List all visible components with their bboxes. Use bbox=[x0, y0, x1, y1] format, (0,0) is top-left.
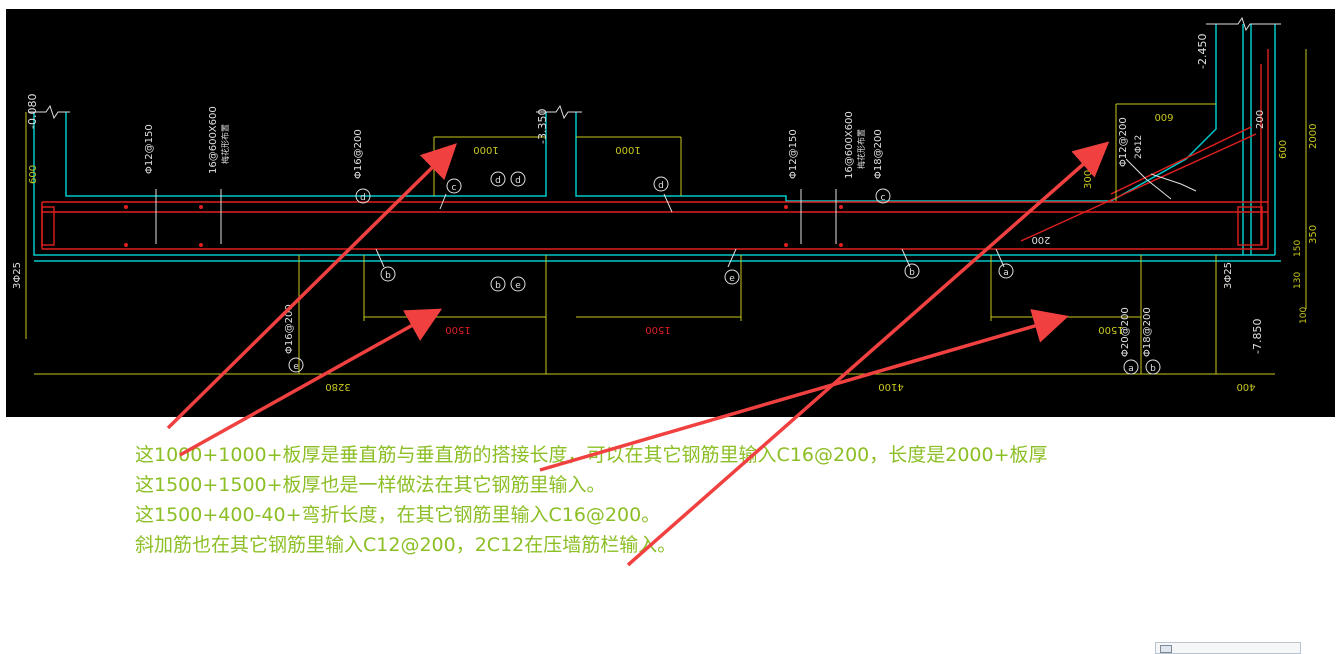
dim-100: 100 bbox=[1299, 307, 1309, 324]
mark-letter-d3: d bbox=[658, 181, 664, 191]
rebar-dot bbox=[839, 205, 843, 209]
dim-1000-left: 1000 bbox=[473, 144, 498, 155]
rebar-label-left-bars: 3Φ25 bbox=[12, 262, 23, 289]
dim-1000-mid: 1000 bbox=[615, 144, 640, 155]
rebar-diagonal-2 bbox=[1110, 126, 1252, 195]
dim-1500-left: 1500 bbox=[445, 324, 470, 335]
foundation-section-drawing: -0.080 -3.350 -2.450 -7.850 Φ12@150 16@6… bbox=[12, 16, 1319, 392]
rebar-label-l8: Φ16@200 bbox=[284, 304, 295, 354]
dim-200-right: 200 bbox=[1255, 110, 1266, 129]
mark-letter-e2: e bbox=[729, 274, 735, 284]
dim-200: 200 bbox=[1031, 234, 1050, 245]
rebar-dot bbox=[199, 243, 203, 247]
leader-l7b bbox=[1150, 173, 1197, 192]
rebar-dot bbox=[124, 243, 128, 247]
rebar-dot bbox=[784, 205, 788, 209]
rebar-label-l7b: 2Φ12 bbox=[1134, 135, 1144, 159]
rebar-label-l6: Φ18@200 bbox=[873, 129, 884, 179]
dim-350: 350 bbox=[1308, 225, 1319, 244]
leader-e1 bbox=[727, 248, 737, 268]
rebar-label-l4: Φ12@150 bbox=[788, 129, 799, 179]
dim-130: 130 bbox=[1293, 272, 1303, 289]
rebar-dot bbox=[839, 243, 843, 247]
mark-circle-d2 bbox=[510, 171, 526, 187]
rebar-left-hook bbox=[41, 206, 55, 246]
mark-letter-d1: d bbox=[495, 176, 501, 186]
mark-circle-l10 bbox=[1145, 359, 1161, 375]
mark-letter-b3: b bbox=[909, 268, 915, 278]
dim-4100: 4100 bbox=[878, 381, 903, 392]
dim-600-top: 600 bbox=[1154, 111, 1173, 122]
rebar-label-l5b: 梅花形布置 bbox=[856, 129, 866, 169]
annotation-notes: 这1000+1000+板厚是垂直筋与垂直筋的搭接长度，可以在其它钢筋里输入C16… bbox=[135, 440, 1285, 560]
rebar-label-l9: Φ20@200 bbox=[1120, 307, 1131, 357]
drawing-text: -0.080 -3.350 -2.450 -7.850 Φ12@150 16@6… bbox=[12, 34, 1319, 392]
elevation-right-top: -2.450 bbox=[1196, 34, 1209, 69]
rebar-label-l10: Φ18@200 bbox=[1142, 307, 1153, 357]
break-symbols bbox=[28, 16, 1281, 120]
rebar-dot bbox=[199, 205, 203, 209]
mark-letter-b1: b bbox=[385, 271, 391, 281]
leader-b1 bbox=[375, 248, 385, 268]
mark-circle-e1 bbox=[510, 276, 526, 292]
cad-drawing-panel: -0.080 -3.350 -2.450 -7.850 Φ12@150 16@6… bbox=[6, 9, 1335, 417]
note-line-1: 这1000+1000+板厚是垂直筋与垂直筋的搭接长度，可以在其它钢筋里输入C16… bbox=[135, 444, 1048, 466]
dim-400: 400 bbox=[1236, 381, 1255, 392]
rebar-dot bbox=[124, 205, 128, 209]
mark-circle-b2 bbox=[490, 276, 506, 292]
mark-letter-a1: a bbox=[1003, 268, 1009, 278]
dim-1500-right: 1500 bbox=[1098, 324, 1123, 335]
mark-letter-l9: a bbox=[1128, 364, 1134, 374]
rebar-label-l2: 16@600X600 bbox=[208, 106, 219, 174]
elevation-bottom: -7.850 bbox=[1251, 319, 1264, 354]
dim-600-left: 600 bbox=[28, 165, 39, 184]
mark-letter-d2: d bbox=[515, 176, 521, 186]
break-symbol-left bbox=[28, 104, 70, 120]
rebar-label-l1: Φ12@150 bbox=[144, 124, 155, 174]
elevation-left-top: -0.080 bbox=[26, 94, 39, 129]
dim-1500-mid: 1500 bbox=[645, 324, 670, 335]
rebar-label-l2b: 梅花形布置 bbox=[220, 124, 230, 164]
dim-600-right: 600 bbox=[1278, 140, 1289, 159]
elevation-mid-top: -3.350 bbox=[536, 109, 549, 144]
dim-2000: 2000 bbox=[1308, 124, 1319, 149]
rebar-label-l3: Φ16@200 bbox=[353, 129, 364, 179]
leader-l7 bbox=[1125, 158, 1172, 200]
mid-wall-right bbox=[575, 24, 1217, 202]
rebar-label-l5: 16@600X600 bbox=[844, 111, 855, 179]
rebar-label-l7: Φ12@200 bbox=[1118, 117, 1129, 167]
dim-150: 150 bbox=[1293, 240, 1303, 257]
note-line-2: 这1500+1500+板厚也是一样做法在其它钢筋里输入。 bbox=[135, 474, 606, 496]
mark-letter-e1: e bbox=[515, 281, 521, 291]
scroll-widget[interactable] bbox=[1155, 642, 1301, 654]
rebar-label-right-bars: 3Φ25 bbox=[1223, 262, 1234, 289]
mark-letter-l10: b bbox=[1150, 364, 1156, 374]
label-leaders bbox=[155, 158, 1197, 268]
dim-3280: 3280 bbox=[325, 381, 350, 392]
mark-letter-l8: e bbox=[293, 362, 299, 372]
dim-300: 300 bbox=[1083, 170, 1094, 189]
widget-icon bbox=[1160, 645, 1172, 653]
rebar-right-hook bbox=[1237, 206, 1263, 246]
mark-letter-l3: d bbox=[360, 193, 366, 203]
mark-letter-c1: c bbox=[452, 183, 457, 193]
mark-circle-d1 bbox=[490, 171, 506, 187]
mark-circle-l9 bbox=[1123, 359, 1139, 375]
left-wall-inner bbox=[65, 112, 163, 197]
note-line-4: 斜加筋也在其它钢筋里输入C12@200，2C12在压墙筋栏输入。 bbox=[135, 534, 677, 556]
mark-letter-b2: b bbox=[495, 281, 501, 291]
note-line-3: 这1500+400-40+弯折长度，在其它钢筋里输入C16@200。 bbox=[135, 504, 661, 526]
mark-letter-l6: c bbox=[881, 193, 886, 203]
break-symbol-right bbox=[1206, 16, 1281, 32]
rebar-dot bbox=[784, 243, 788, 247]
break-symbol-mid bbox=[536, 104, 582, 120]
